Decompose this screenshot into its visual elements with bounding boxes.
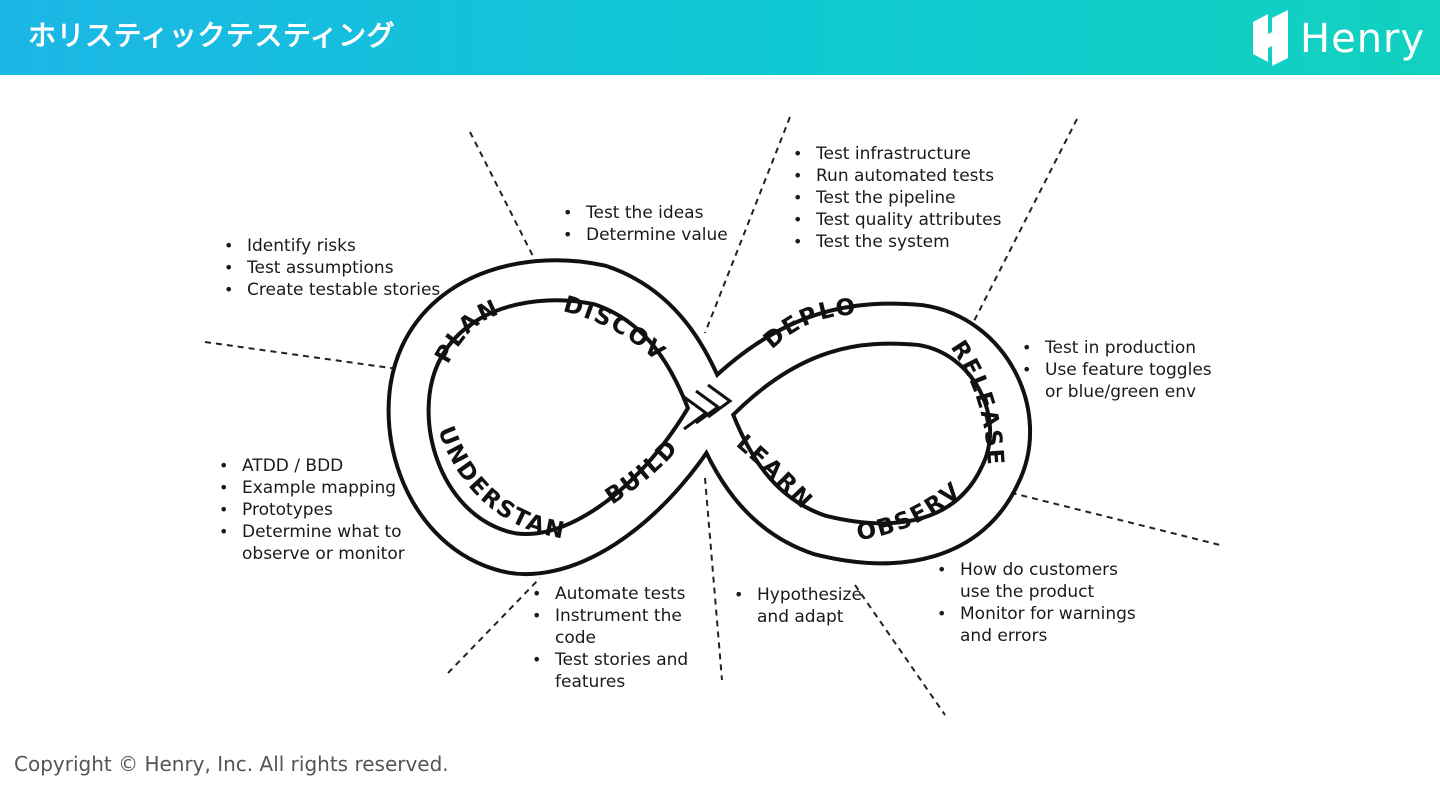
list-item: Test infrastructure [789, 143, 1001, 165]
list-item: Determine value [559, 224, 728, 246]
list-item: Identify risks [220, 235, 440, 257]
list-item: Prototypes [215, 499, 405, 521]
list-item: Test the pipeline [789, 187, 1001, 209]
page-title: ホリスティックテスティング [28, 19, 396, 52]
list-item: Run automated tests [789, 165, 1001, 187]
list-item: Test in production [1018, 337, 1212, 359]
understand-notes: ATDD / BDD Example mapping Prototypes De… [215, 455, 405, 565]
henry-logo: Henry [1250, 8, 1430, 68]
copyright-notice: Copyright © Henry, Inc. All rights reser… [14, 752, 449, 776]
list-item: Test the ideas [559, 202, 728, 224]
list-item: Create testable stories [220, 279, 440, 301]
discover-notes: Test the ideas Determine value [559, 202, 728, 246]
separator-lines [204, 116, 1221, 716]
henry-logo-text: Henry [1300, 16, 1426, 62]
list-item: ATDD / BDD [215, 455, 405, 477]
list-item: Test the system [789, 231, 1001, 253]
list-item: Automate tests [528, 583, 688, 605]
plan-notes: Identify risks Test assumptions Create t… [220, 235, 440, 301]
list-item: Test assumptions [220, 257, 440, 279]
deploy-notes: Test infrastructure Run automated tests … [789, 143, 1001, 253]
list-item: Test quality attributes [789, 209, 1001, 231]
infinity-band [386, 258, 1032, 576]
list-item: Example mapping [215, 477, 405, 499]
infinity-loop-graphic: PLAN DISCOVER DEPLOY RELEASE OBSERVE LEA… [0, 55, 1221, 716]
chevron-arrows-icon [683, 383, 733, 431]
header-bar: ホリスティックテスティング Henry [0, 0, 1440, 75]
holistic-testing-diagram: PLAN DISCOVER DEPLOY RELEASE OBSERVE LEA… [0, 55, 1440, 735]
release-notes: Test in production Use feature togglesor… [1018, 337, 1212, 403]
henry-logo-icon [1253, 10, 1288, 66]
